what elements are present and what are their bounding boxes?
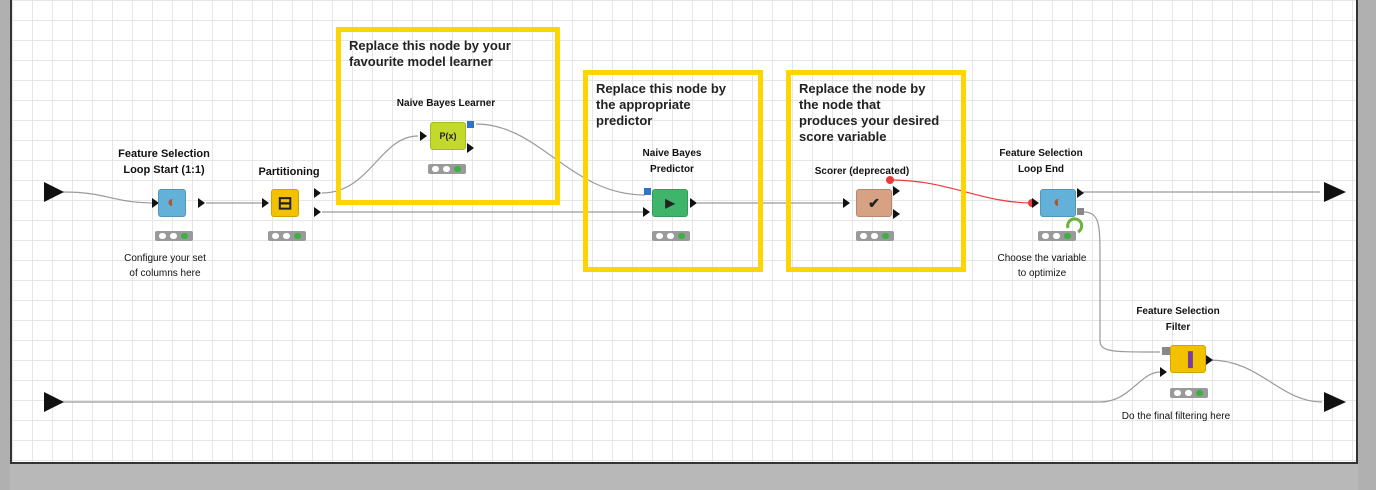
node-status-nb-predictor [652,231,690,241]
node-title-loop-start[interactable]: Feature Selection Loop Start (1:1) [118,148,210,176]
workflow-output-port-2 [1324,392,1346,412]
annotation-text: Replace this node by your favourite mode… [349,38,511,69]
flow-variable-port-scorer [886,176,894,184]
node-partitioning[interactable]: ⊟ [271,189,299,217]
node-nb-predictor[interactable]: ▶ [652,189,688,217]
wire-in2-to-filter [61,371,1161,404]
canvas-frame-right [1358,0,1376,490]
annotation-model-learner[interactable]: Replace this node by your favourite mode… [336,27,560,205]
wire-filter-to-out [1209,359,1323,403]
node-scorer[interactable]: ✔ [856,189,892,217]
node-description-filter[interactable]: Do the final filtering here [1121,411,1231,422]
node-loop-end[interactable]: ◐ [1040,189,1076,217]
canvas-frame-left [0,0,10,490]
wire-in-to-loop-start [61,191,158,204]
node-description-loop-end[interactable]: Choose the variable to optimize [997,253,1087,279]
predictor-icon: ▶ [665,196,675,210]
filter-icon: ▐ [1183,351,1193,367]
loop-end-icon: ◐ [1053,194,1063,211]
loop-arrow-icon [1066,217,1084,234]
node-title-loop-end[interactable]: Feature Selection Loop End [999,148,1083,175]
annotation-text: Replace this node by the appropriate pre… [596,81,727,128]
node-title-partitioning[interactable]: Partitioning [258,166,320,178]
node-title-filter[interactable]: Feature Selection Filter [1136,306,1220,333]
node-status-loop-end [1038,231,1076,241]
node-status-loop-start [155,231,193,241]
node-title-nb-predictor[interactable]: Naive Bayes Predictor [642,148,702,175]
loop-start-icon: ◐ [167,194,177,211]
scorer-icon: ✔ [868,194,880,211]
node-status-partitioning [268,231,306,241]
workflow-input-port-2 [44,392,64,412]
node-title-scorer[interactable]: Scorer (deprecated) [814,166,910,177]
node-nb-learner[interactable]: P(x) [430,122,466,150]
node-status-nb-learner [428,164,466,174]
annotation-predictor[interactable]: Replace this node by the appropriate pre… [583,70,763,272]
node-status-filter [1170,388,1208,398]
node-loop-start[interactable]: ◐ [158,189,186,217]
node-description-loop-start[interactable]: Configure your set of columns here [124,253,206,279]
wire-loop-end-to-filter [1082,211,1161,353]
node-title-nb-learner[interactable]: Naive Bayes Learner [396,98,496,109]
node-filter[interactable]: ▐ [1170,345,1206,373]
learner-icon: P(x) [439,131,457,141]
node-status-scorer [856,231,894,241]
workflow-input-port-1 [44,182,64,202]
partition-icon: ⊟ [277,192,293,213]
workflow-output-port-1 [1324,182,1346,202]
annotation-text: Replace the node by the node that produc… [799,81,940,144]
annotation-scorer[interactable]: Replace the node by the node that produc… [786,70,966,272]
